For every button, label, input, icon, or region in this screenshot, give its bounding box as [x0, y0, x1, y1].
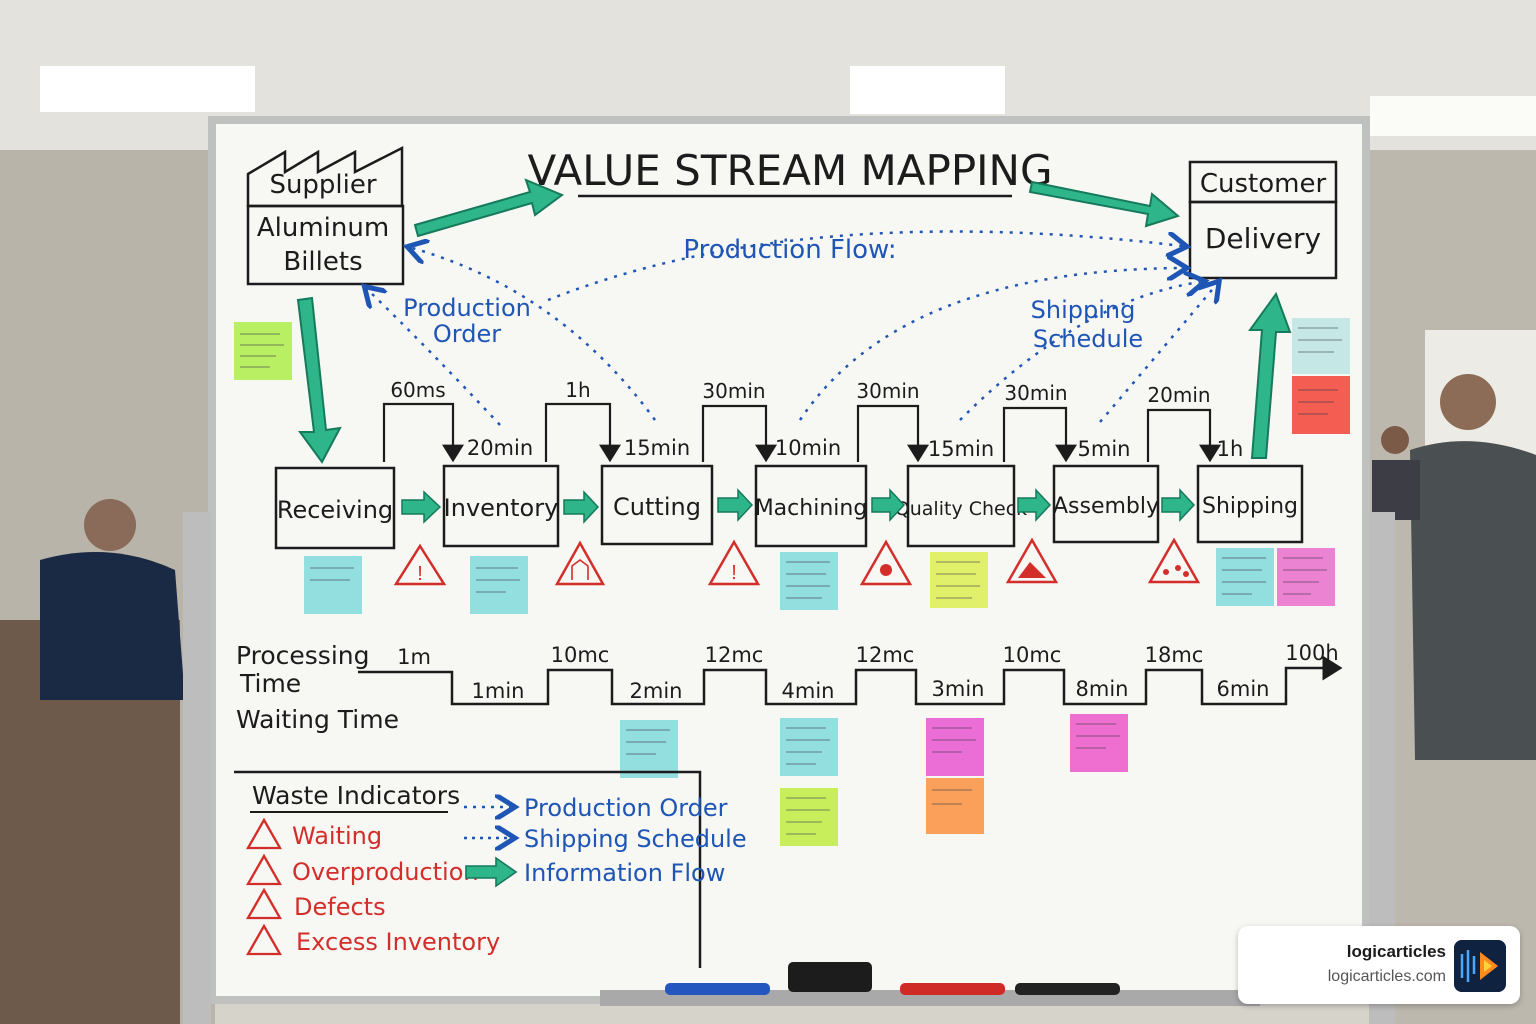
timeline-bottom-value: 6min: [1217, 677, 1270, 701]
bracket-top-time: 60ms: [390, 378, 445, 402]
production-order-label-line2: Order: [433, 320, 501, 348]
timeline-bottom-value: 8min: [1076, 677, 1129, 701]
process-label-machining: Machining: [755, 496, 868, 521]
bracket-top-time: 30min: [1004, 381, 1067, 405]
blue-marker: [665, 983, 770, 995]
timeline-bottom-value: 2min: [630, 679, 683, 703]
customer-delivery-label: Delivery: [1205, 222, 1321, 255]
bracket-side-time: 10min: [775, 436, 841, 460]
sticky-note: [1277, 548, 1335, 606]
production-order-label-line1: Production: [403, 294, 531, 322]
process-label-cutting: Cutting: [613, 493, 701, 521]
sticky-note: [780, 718, 838, 776]
legend-flow-item: Shipping Schedule: [524, 825, 747, 853]
watermark-domain: logicarticles.com: [1328, 968, 1446, 986]
watermark-badge[interactable]: logicarticles logicarticles.com: [1238, 926, 1520, 1004]
timeline-bottom-value: 4min: [782, 679, 835, 703]
logicarticles-logo-icon: [1454, 940, 1506, 992]
timeline-top-value: 18mc: [1145, 643, 1204, 667]
svg-text:!: !: [731, 562, 737, 584]
bracket-top-time: 30min: [702, 379, 765, 403]
timeline-top-value: 10mc: [551, 643, 610, 667]
supplier-label: Supplier: [269, 170, 376, 200]
bracket-side-time: 5min: [1078, 437, 1131, 461]
timeline-top-value: 100h: [1285, 641, 1338, 665]
waiting-time-label: Waiting Time: [236, 705, 399, 734]
board-title: VALUE STREAM MAPPING: [527, 146, 1052, 196]
bracket-side-time: 15min: [624, 436, 690, 460]
legend-waste-item: Excess Inventory: [296, 928, 500, 956]
sticky-note: [1216, 548, 1274, 606]
process-label-receiving: Receiving: [277, 496, 393, 524]
sticky-note: [780, 788, 838, 846]
processing-time-label-line2: Time: [239, 669, 301, 698]
timeline-bottom-value: 3min: [932, 677, 985, 701]
sticky-note: [304, 556, 362, 614]
timeline-top-value: 12mc: [856, 643, 915, 667]
process-label-inventory: Inventory: [444, 494, 559, 522]
process-label-assembly: Assembly: [1053, 494, 1159, 519]
legend-title: Waste Indicators: [252, 781, 460, 810]
supplier-material-line1: Aluminum: [257, 213, 389, 243]
process-label-shipping: Shipping: [1202, 494, 1298, 519]
svg-text:!: !: [417, 563, 423, 585]
customer-label: Customer: [1200, 169, 1327, 199]
legend-flow-item: Information Flow: [524, 859, 725, 887]
bracket-side-time: 15min: [928, 437, 994, 461]
black-marker: [1015, 983, 1120, 995]
sticky-note: [1292, 318, 1350, 374]
sticky-note: [926, 718, 984, 776]
process-label-quality-check: Quality Check: [895, 498, 1027, 520]
red-marker: [900, 983, 1005, 995]
timeline-top-value: 10mc: [1003, 643, 1062, 667]
timeline-top-value: 12mc: [705, 643, 764, 667]
title-text: VALUE STREAM MAPPING: [527, 146, 1052, 195]
shipping-schedule-label-line1: Shipping: [1031, 296, 1136, 324]
legend-waste-item: Waiting: [292, 822, 382, 850]
sticky-note: [234, 322, 292, 380]
sticky-note: [926, 778, 984, 834]
legend-waste-item: Overproduction: [292, 858, 479, 886]
bracket-top-time: 1h: [565, 378, 590, 402]
sticky-note: [1070, 714, 1128, 772]
bracket-side-time: 1h: [1217, 437, 1244, 461]
timeline-bottom-value: 1min: [472, 679, 525, 703]
sticky-note: [470, 556, 528, 614]
supplier-material-line2: Billets: [283, 247, 362, 277]
shipping-schedule-label-line2: Schedule: [1033, 325, 1143, 353]
sticky-note: [1292, 376, 1350, 434]
processing-time-label-line1: Processing: [236, 641, 370, 670]
sticky-note: [780, 552, 838, 610]
bracket-top-time: 20min: [1147, 383, 1210, 407]
watermark-name: logicarticles: [1347, 942, 1446, 962]
timeline-top-value: 1m: [397, 645, 431, 669]
legend-waste-item: Defects: [294, 893, 386, 921]
sticky-note: [620, 720, 678, 778]
bracket-top-time: 30min: [856, 379, 919, 403]
production-flow-label: Production Flow:: [683, 235, 896, 265]
legend-flow-item: Production Order: [524, 794, 728, 822]
eraser: [788, 962, 872, 992]
sticky-note: [930, 552, 988, 608]
bracket-side-time: 20min: [467, 436, 533, 460]
